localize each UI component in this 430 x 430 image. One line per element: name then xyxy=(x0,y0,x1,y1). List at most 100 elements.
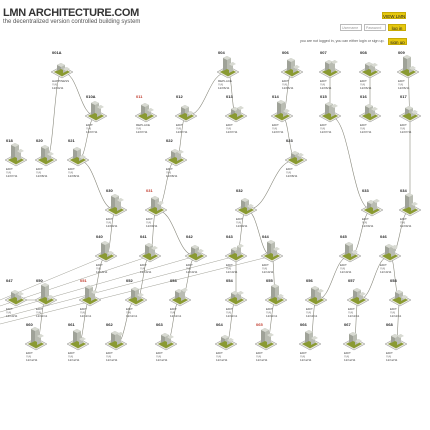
node-meta-line: 12/09/11 xyxy=(362,224,374,228)
node-meta-line: EDIT xyxy=(126,307,133,311)
node-grass xyxy=(274,111,290,121)
node-meta-line: Y:N xyxy=(348,311,353,315)
node-id-label: 046 xyxy=(380,234,387,239)
node-meta-line: EDIT xyxy=(266,307,273,311)
building-side xyxy=(45,283,49,299)
node-meta-line: EDIT xyxy=(262,263,269,267)
building-roof xyxy=(91,101,99,105)
password-input[interactable]: Password xyxy=(364,24,386,31)
building-roof xyxy=(373,199,380,203)
node-meta-line: 12/07/11 xyxy=(400,130,412,134)
node-meta-line: Y:N xyxy=(68,171,73,175)
building-roof xyxy=(191,245,199,249)
node-meta-line: HAPPINESS xyxy=(52,79,69,83)
signup-button[interactable]: sign up xyxy=(388,38,407,45)
username-input[interactable]: Username xyxy=(340,24,362,31)
node-meta-line: EDIT xyxy=(176,123,183,127)
node-id-label: 021 xyxy=(68,138,75,143)
building-roof xyxy=(17,149,24,153)
building-roof xyxy=(277,294,284,298)
node-meta-line: 12/07/11 xyxy=(176,130,188,134)
node-meta-line: Y:N xyxy=(6,171,11,175)
node-meta-line: Y:N xyxy=(136,127,141,131)
building-roof xyxy=(311,286,319,290)
node-meta-line: Y:N xyxy=(300,355,305,359)
node-meta-line: 12/07/11 xyxy=(360,130,372,134)
building-roof xyxy=(297,153,304,157)
building-roof xyxy=(117,332,124,336)
node-meta-line: 12/11/11 xyxy=(126,314,138,318)
node-id-label: 053 xyxy=(170,278,177,283)
node-meta-line: EDIT xyxy=(170,307,177,311)
node-meta-line: EDIT xyxy=(6,307,13,311)
node-meta-line: Y:N xyxy=(380,267,385,271)
node-meta-line: 12/12/11 xyxy=(216,358,228,362)
building-side xyxy=(275,284,279,299)
node-id-label: 012 xyxy=(176,94,183,99)
view-lmn-button[interactable]: VIEW LMN xyxy=(382,12,406,19)
node-id-label: 008 xyxy=(360,50,367,55)
building-roof xyxy=(161,333,169,337)
login-status-text: you are not logged in, you can either lo… xyxy=(300,39,385,43)
node-meta-line: Y:N xyxy=(216,355,221,359)
building-side xyxy=(277,100,281,115)
building-roof xyxy=(401,295,408,299)
site-title[interactable]: LMN ARCHITECTURE.COM xyxy=(3,7,139,19)
node-meta-line: EDIT xyxy=(400,217,407,221)
login-button[interactable]: log in xyxy=(388,24,406,31)
building-roof xyxy=(405,193,413,197)
node-id-label: 013 xyxy=(226,94,233,99)
node-grass xyxy=(322,67,338,77)
